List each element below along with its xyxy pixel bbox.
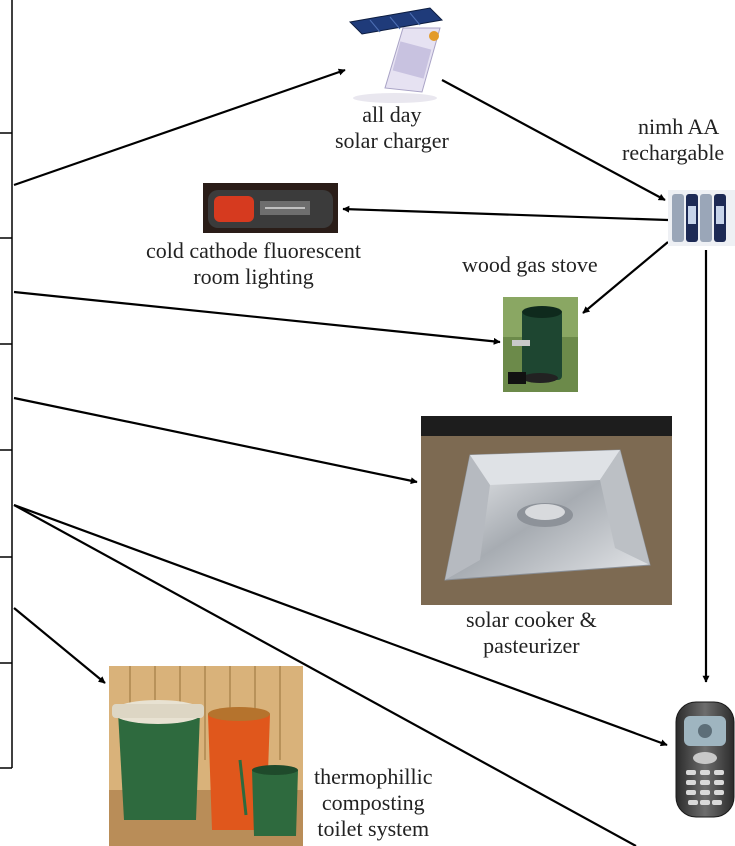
lighting-image (203, 183, 338, 233)
composting-toilet-label: thermophillic composting toilet system (314, 764, 433, 841)
sidebar-bracket (0, 0, 13, 769)
arrow-batteries-to-stove (582, 241, 669, 314)
cell-phone-image (675, 701, 735, 818)
wood-gas-stove-image (503, 297, 578, 392)
arrow-to-stove (13, 290, 501, 345)
lighting-label: cold cathode fluorescent room lighting (146, 238, 362, 289)
batteries-image (668, 190, 735, 246)
arrow-to-charger (13, 68, 346, 187)
composting-toilet-image (109, 666, 303, 846)
arrow-to-cooker (13, 396, 418, 485)
arrow-offscreen (13, 504, 637, 846)
arrow-to-phone (13, 503, 668, 747)
solar-cooker-image (421, 416, 672, 605)
arrow-batteries-to-lighting (342, 205, 669, 222)
solar-cooker-label: solar cooker & pasteurizer (466, 607, 597, 658)
solar-charger-label: all day solar charger (335, 102, 449, 153)
arrow-to-toilet (13, 607, 106, 684)
arrow-charger-to-batteries (441, 79, 666, 201)
wood-gas-stove-label: wood gas stove (462, 252, 598, 277)
solar-charger-image (348, 7, 444, 103)
batteries-label: nimh AA rechargable (622, 114, 725, 165)
